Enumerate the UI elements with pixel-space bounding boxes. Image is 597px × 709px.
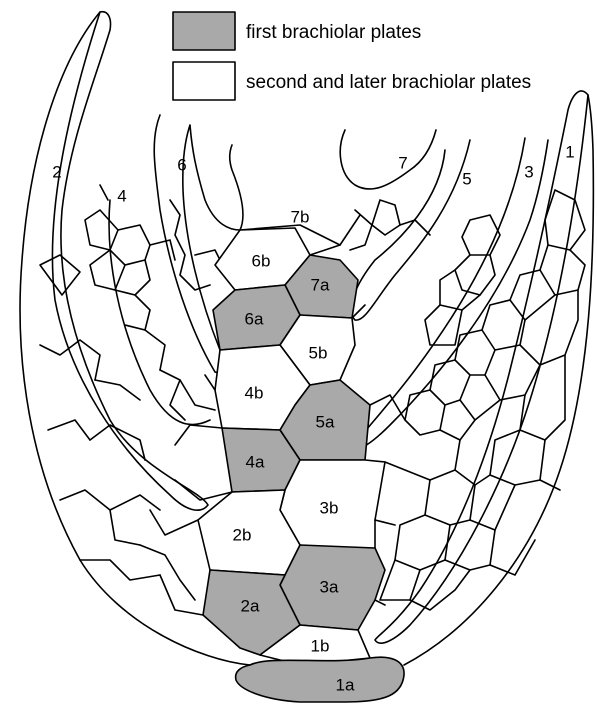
label-4b: 4b — [245, 383, 264, 402]
theca-outline — [19, 11, 595, 666]
arm-6-brachiole — [153, 114, 244, 374]
label-6b: 6b — [252, 251, 271, 270]
label-6a: 6a — [245, 309, 264, 328]
label-3a: 3a — [320, 577, 339, 596]
label-5a: 5a — [316, 412, 335, 431]
label-7a: 7a — [311, 275, 330, 294]
central-plates — [197, 224, 405, 703]
plate-1a — [234, 656, 405, 703]
arm-5-brachiole — [350, 139, 471, 321]
arm-label-5: 5 — [462, 169, 471, 188]
right-plate-network — [349, 189, 586, 611]
arm-labels: 1 2 3 4 5 6 7 — [52, 142, 574, 205]
arm-1-brachiole — [374, 90, 589, 644]
legend-swatch-later — [172, 61, 236, 101]
arm-4-brachiole — [108, 199, 211, 426]
legend-label-later: second and later brachiolar plates — [246, 72, 531, 93]
label-1a: 1a — [336, 675, 355, 694]
arm-3-brachiole — [354, 137, 549, 449]
label-7b: 7b — [291, 207, 310, 226]
label-2b: 2b — [233, 525, 252, 544]
arm-label-1: 1 — [565, 142, 574, 161]
label-2a: 2a — [241, 596, 260, 615]
arm-2-brachiole — [51, 10, 209, 511]
legend-label-first: first brachiolar plates — [246, 22, 421, 43]
legend: first brachiolar plates second and later… — [172, 11, 531, 101]
arm-label-2: 2 — [52, 162, 61, 181]
arm-label-4: 4 — [117, 186, 126, 205]
arm-label-3: 3 — [524, 162, 533, 181]
arm-7-brachiole — [339, 129, 437, 190]
arm-label-6: 6 — [177, 155, 186, 174]
label-3b: 3b — [320, 498, 339, 517]
legend-swatch-first — [172, 11, 236, 51]
label-1b: 1b — [311, 636, 330, 655]
plate-labels: 7b 6b 7a 6a 5b 4b 5a 4a 3b 2b 3a 2a 1b 1… — [233, 207, 355, 694]
center-connectors — [149, 214, 431, 616]
label-5b: 5b — [309, 343, 328, 362]
arm-label-7: 7 — [398, 153, 407, 172]
label-4a: 4a — [246, 452, 265, 471]
